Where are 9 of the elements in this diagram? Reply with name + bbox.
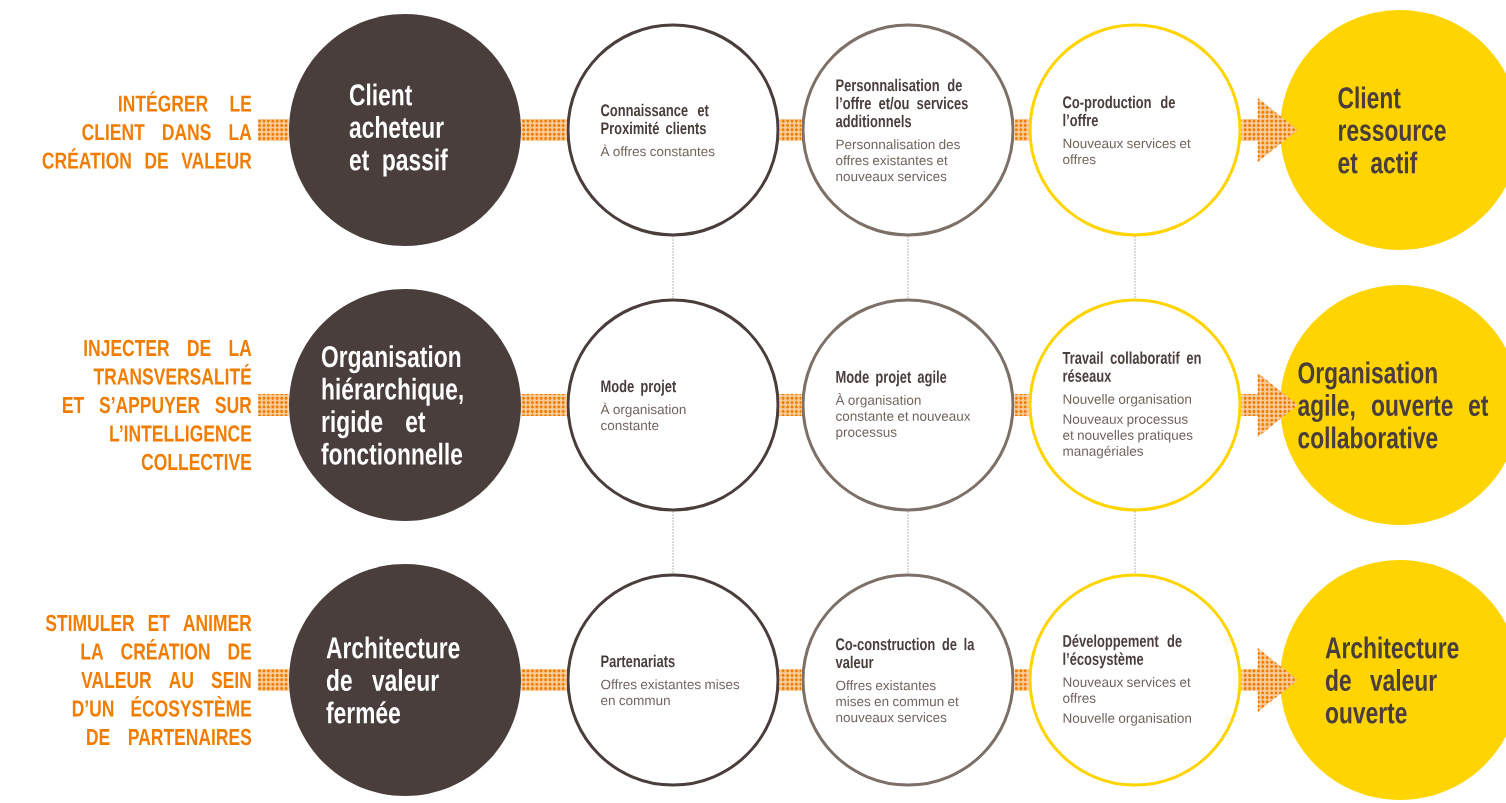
dotted-line [907, 236, 909, 299]
dotted-line [672, 236, 674, 299]
row-label: INTÉGRER LE CLIENT DANS LA CRÉATION DE VALEUR [42, 91, 252, 169]
dotted-line [907, 511, 909, 574]
row-label: INJECTER DE LA TRANSVERSALITÉ ET S’APPUYER SUR L’INTELLIGENCE COLLECTIVE [63, 339, 252, 471]
dotted-line [1134, 236, 1136, 299]
dotted-line [1134, 511, 1136, 574]
dotted-line [672, 511, 674, 574]
row-label: STIMULER ET ANIMER LA CRÉATION DE VALEUR AU SEIN D’UN ÉCOSYSTÈME DE PARTENAIRES [45, 614, 252, 746]
